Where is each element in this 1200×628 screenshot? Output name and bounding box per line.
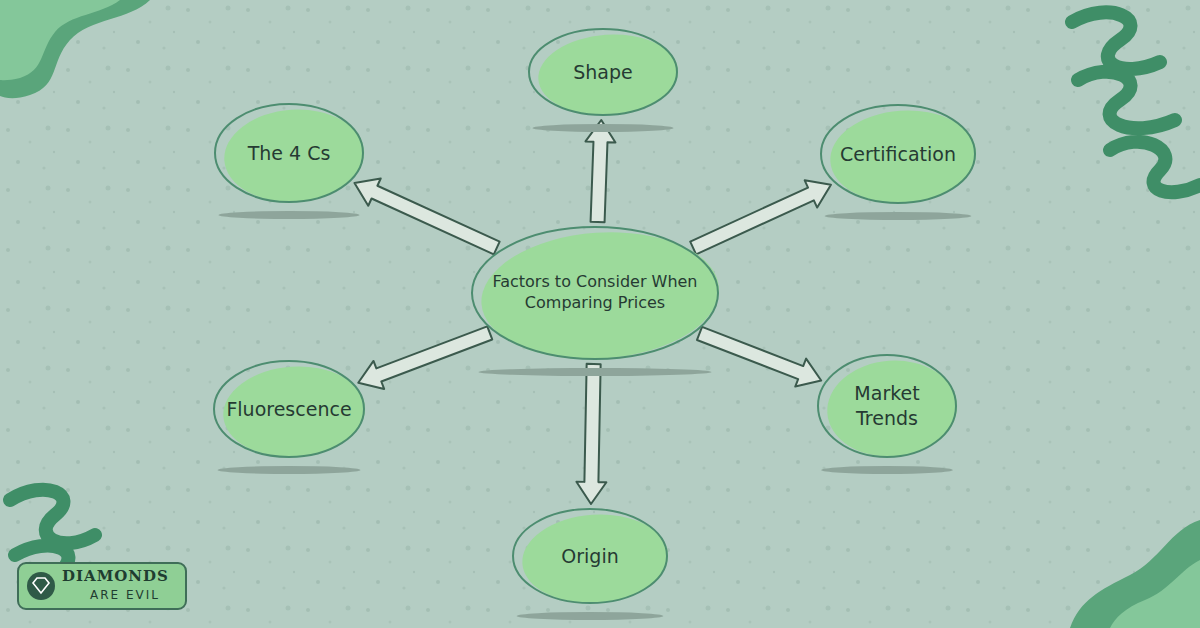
- node-text: Market Trends: [837, 381, 937, 430]
- node-text: Shape: [573, 60, 633, 85]
- drop-shadow: [219, 211, 360, 219]
- block-arrow: [354, 178, 499, 254]
- drop-shadow: [821, 466, 953, 474]
- logo-text: ARE EVIL: [90, 588, 160, 602]
- block-arrow: [585, 120, 615, 222]
- corner-squiggle: [1072, 12, 1200, 192]
- ellipse-border: [529, 29, 677, 115]
- factor-ellipse: Market Trends: [817, 354, 957, 458]
- drop-shadow: [825, 212, 972, 220]
- drop-shadow: [478, 368, 711, 376]
- node-text: Factors to Consider When Comparing Price…: [490, 272, 700, 314]
- node-text: The 4 Cs: [248, 141, 331, 166]
- ellipse-fill: [477, 224, 723, 366]
- factor-ellipse: Shape: [528, 28, 678, 116]
- corner-blob: [0, 0, 150, 98]
- ellipse-border: [513, 509, 667, 603]
- logo-icon: [27, 572, 55, 600]
- block-arrow: [576, 364, 606, 504]
- ellipse-border: [818, 355, 956, 457]
- factor-ellipse: Certification: [820, 104, 976, 204]
- logo-badge: [18, 563, 186, 609]
- ellipse-border: [472, 227, 718, 359]
- corner-blob: [1110, 560, 1200, 628]
- block-arrow: [697, 327, 821, 387]
- drop-shadow: [533, 124, 674, 132]
- ellipse-outline: [817, 354, 957, 458]
- block-arrow: [690, 180, 831, 254]
- logo-diamond: [33, 578, 49, 593]
- drop-shadow: [517, 612, 664, 620]
- node-text: Origin: [561, 544, 618, 569]
- central-ellipse: Factors to Consider When Comparing Price…: [471, 226, 719, 360]
- drop-shadow: [218, 466, 361, 474]
- node-text: Fluorescence: [226, 397, 351, 422]
- corner-blob: [0, 0, 120, 80]
- corner-blob: [1070, 520, 1200, 628]
- ellipse-border: [821, 105, 975, 203]
- node-text: Certification: [840, 142, 956, 167]
- logo-text: DIAMONDS: [62, 567, 169, 585]
- factor-ellipse: Fluorescence: [213, 360, 365, 458]
- ellipse-border: [214, 361, 364, 457]
- factor-ellipse: The 4 Cs: [214, 103, 364, 203]
- ellipse-border: [215, 104, 363, 202]
- factor-ellipse: Origin: [512, 508, 668, 604]
- block-arrow: [358, 326, 492, 389]
